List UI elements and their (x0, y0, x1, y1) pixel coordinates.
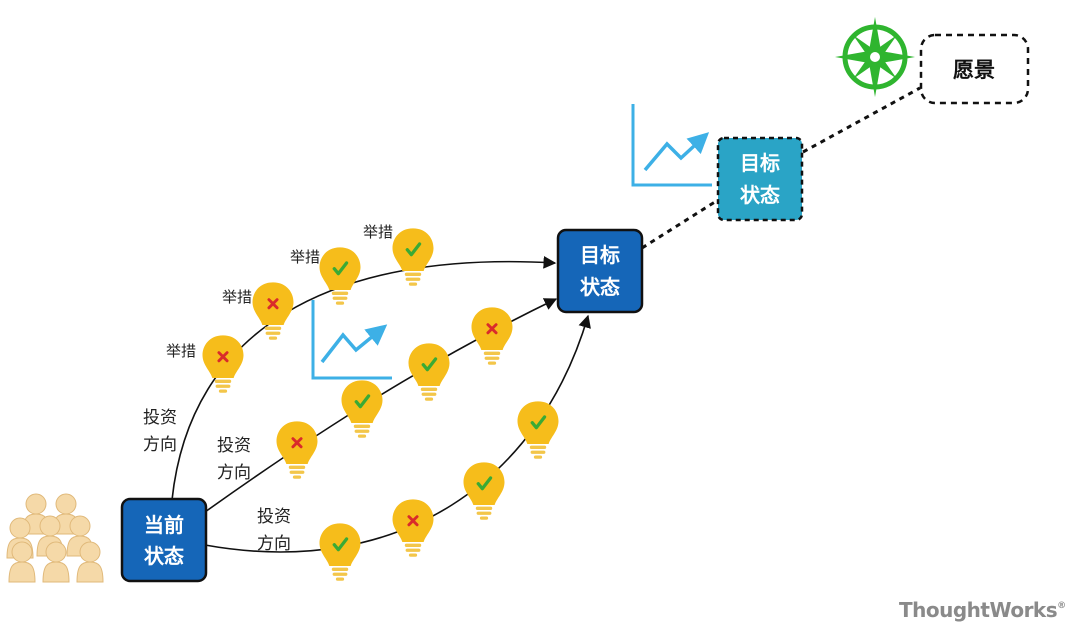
lightbulb-icon (319, 523, 361, 581)
next-target-box: 目标 状态 (716, 136, 804, 222)
growth-chart-icon (311, 300, 392, 380)
lightbulb-icon (392, 499, 434, 557)
investment-direction-label-line2: 方向 (143, 435, 177, 455)
path-lower (204, 314, 591, 553)
initiative-label: 举措 (363, 223, 393, 241)
lightbulb-icon (202, 335, 244, 393)
thoughtworks-logo: ThoughtWorks® (899, 598, 1066, 622)
brand-name: ThoughtWorks (899, 598, 1057, 622)
lightbulb-icon (463, 462, 505, 520)
investment-direction-label-line1: 投资 (217, 436, 251, 456)
brand-mark: ® (1057, 601, 1066, 611)
lightbulb-icon (471, 307, 513, 365)
growth-chart-icon (631, 104, 712, 187)
dotted-line-vision (802, 86, 921, 154)
lightbulb-icon (341, 380, 383, 438)
lightbulb-icon (392, 228, 434, 286)
lightbulb-icon (517, 401, 559, 459)
target-state-box: 目标 状态 (556, 228, 644, 314)
people-group-icon (6, 493, 104, 583)
initiative-label: 举措 (222, 288, 252, 306)
current-state-line1: 当前 (144, 513, 184, 537)
lightbulb-icon (276, 421, 318, 479)
lightbulb-icon (408, 343, 450, 401)
next-target-line1: 目标 (740, 151, 780, 175)
next-target-line2: 状态 (740, 183, 780, 207)
target-state-line2: 状态 (580, 275, 620, 299)
investment-direction-label-line2: 方向 (257, 534, 291, 554)
lightbulb-icon (319, 247, 361, 305)
initiative-label: 举措 (290, 248, 320, 266)
investment-direction-label-line1: 投资 (143, 408, 177, 428)
investment-direction-label-line1: 投资 (257, 507, 291, 527)
target-state-line1: 目标 (580, 243, 620, 267)
current-state-line2: 状态 (144, 544, 184, 568)
investment-direction-label-line2: 方向 (217, 463, 251, 483)
initiative-label: 举措 (166, 342, 196, 360)
dotted-line-target-next (641, 198, 719, 250)
current-state-box: 当前 状态 (120, 497, 208, 583)
vision-box: 愿景 (919, 33, 1030, 105)
compass-icon (835, 17, 915, 97)
vision-label: 愿景 (953, 58, 995, 82)
